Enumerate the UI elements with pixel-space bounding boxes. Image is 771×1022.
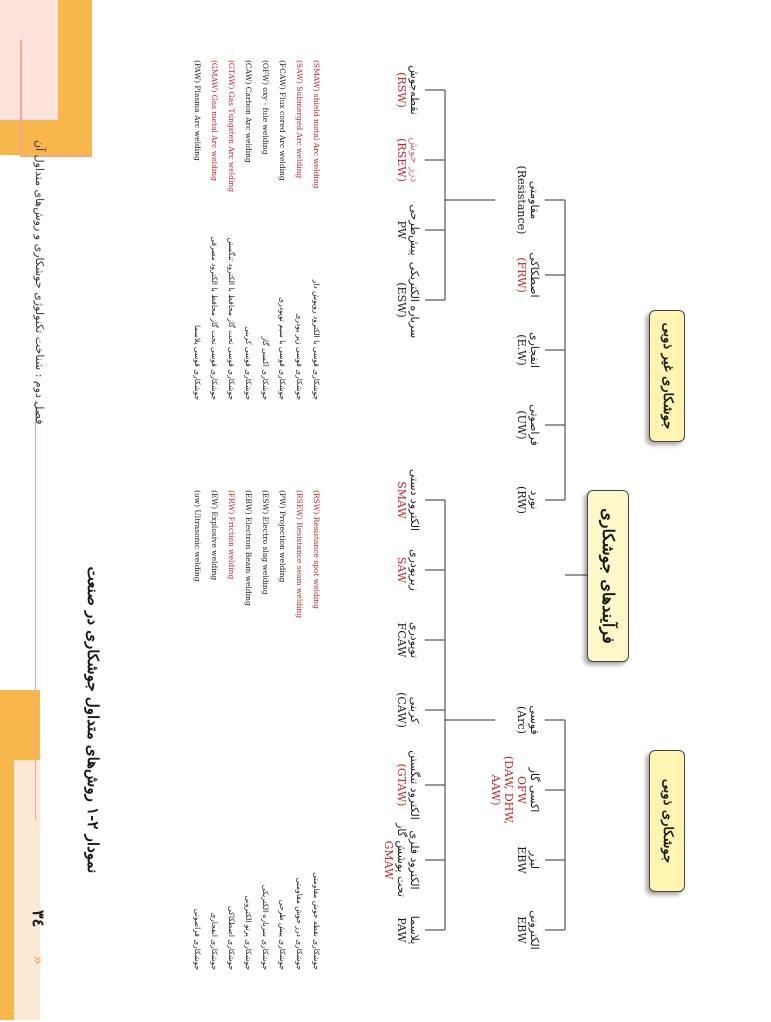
legend-item-fa: جوشکاری نقطه جوش مقاومتی — [312, 872, 321, 970]
node-friction: اصطکاکی(FRW) — [515, 252, 541, 298]
legend-item-fa: جوشکاری قوسی تحت گاز محافظ با الکترود مص… — [210, 236, 219, 400]
side-decoration-inner — [14, 760, 40, 1020]
legend-col1-fa: جوشکاری قوسی با الکترود روپوش دار جوشکار… — [189, 220, 325, 400]
node-roll: نورد(RW) — [515, 486, 541, 514]
legend-item: (ESW) Electro slag welding — [261, 490, 270, 595]
legend-item-fa: جوشکاری پرتو الکترونی — [244, 895, 253, 970]
legend-item-fa: جوشکاری درز جوش مقاومتی — [295, 877, 304, 970]
node-resistance: مقاومتی(Resistance) — [515, 165, 541, 235]
legend-item: (FRW) Friction welding — [227, 490, 236, 580]
node-gtaw: الکترود تنگستن(GTAW) — [395, 750, 421, 820]
corner-line — [20, 40, 92, 157]
legend-item-fa: جوشکاری سرباره الکتریکی — [261, 884, 270, 970]
legend-col2-fa: جوشکاری نقطه جوش مقاومتی جوشکاری درز جوش… — [189, 820, 325, 970]
node-caw: کربنی(CAW) — [395, 692, 421, 728]
chevron-icon: » — [29, 955, 48, 965]
legend-item-fa: جوشکاری قوسی با سیم توپودری — [278, 297, 287, 400]
node-ultrasonic: فراصوتی(UW) — [515, 404, 541, 446]
page-number: ٣٤ — [29, 910, 48, 928]
legend-item-fa: جوشکاری قوسی زیر پودری — [295, 313, 304, 400]
node-rsw: نقطه‌جوش(RSW) — [395, 65, 421, 115]
fusion-box: جوشکاری ذوبی — [649, 750, 685, 892]
header-rule — [35, 400, 36, 820]
legend-item: (RSW) Resistance spot welding — [312, 490, 321, 609]
legend-item-fa: جوشکاری قوسی تحت گاز محافظ با الکترود تن… — [227, 237, 236, 400]
nonfusion-box: جوشکاری غیر ذوبی — [649, 310, 685, 442]
legend-item-fa: جوشکاری اصطکاکی — [227, 906, 236, 970]
legend-item: (RSEW) Resistance seam welding — [295, 490, 304, 619]
legend-item: (EW) Explosive welding — [210, 490, 219, 581]
node-explosive: انفجاری(E.W) — [515, 331, 541, 369]
legend-item-fa: جوشکاری انفجاری — [210, 912, 219, 970]
root-box: فرآیندهای جوشکاری — [587, 490, 629, 662]
legend-item: (PW) Projection welding — [278, 490, 287, 583]
legend-item: (uw) Ultrasonic welding — [193, 490, 202, 582]
legend-item-fa: جوشکاری قوسی کربنی — [244, 326, 253, 400]
legend-item-fa: جوشکاری اکسی گاز — [261, 336, 270, 400]
chapter-header: فصل دوم : شناخت تکنولوژی جوشکاری و روش‌ه… — [33, 140, 46, 425]
legend-item-fa: جوشکاری پیش طرحی — [278, 899, 287, 970]
diagram: فرآیندهای جوشکاری جوشکاری غیر ذوبی جوشکا… — [65, 60, 685, 1020]
legend-col2-en: (RSW) Resistance spot welding (RSEW) Res… — [189, 490, 325, 740]
node-esw: سرباره الکتریکی(ESW) — [395, 261, 421, 339]
corner-decoration-inner — [0, 0, 58, 120]
legend-item-fa: جوشکاری فراصوتی — [193, 908, 202, 971]
legend-item-fa: جوشکاری قوسی با الکترود روپوش دار — [312, 279, 321, 400]
legend-item: (EBW) Electron Beam welding — [244, 490, 253, 606]
connector-lines — [425, 89, 589, 931]
legend-item-fa: جوشکاری قوسی پلاسما — [193, 325, 202, 400]
node-rsew: درز جوش(RSEW) — [395, 137, 421, 183]
